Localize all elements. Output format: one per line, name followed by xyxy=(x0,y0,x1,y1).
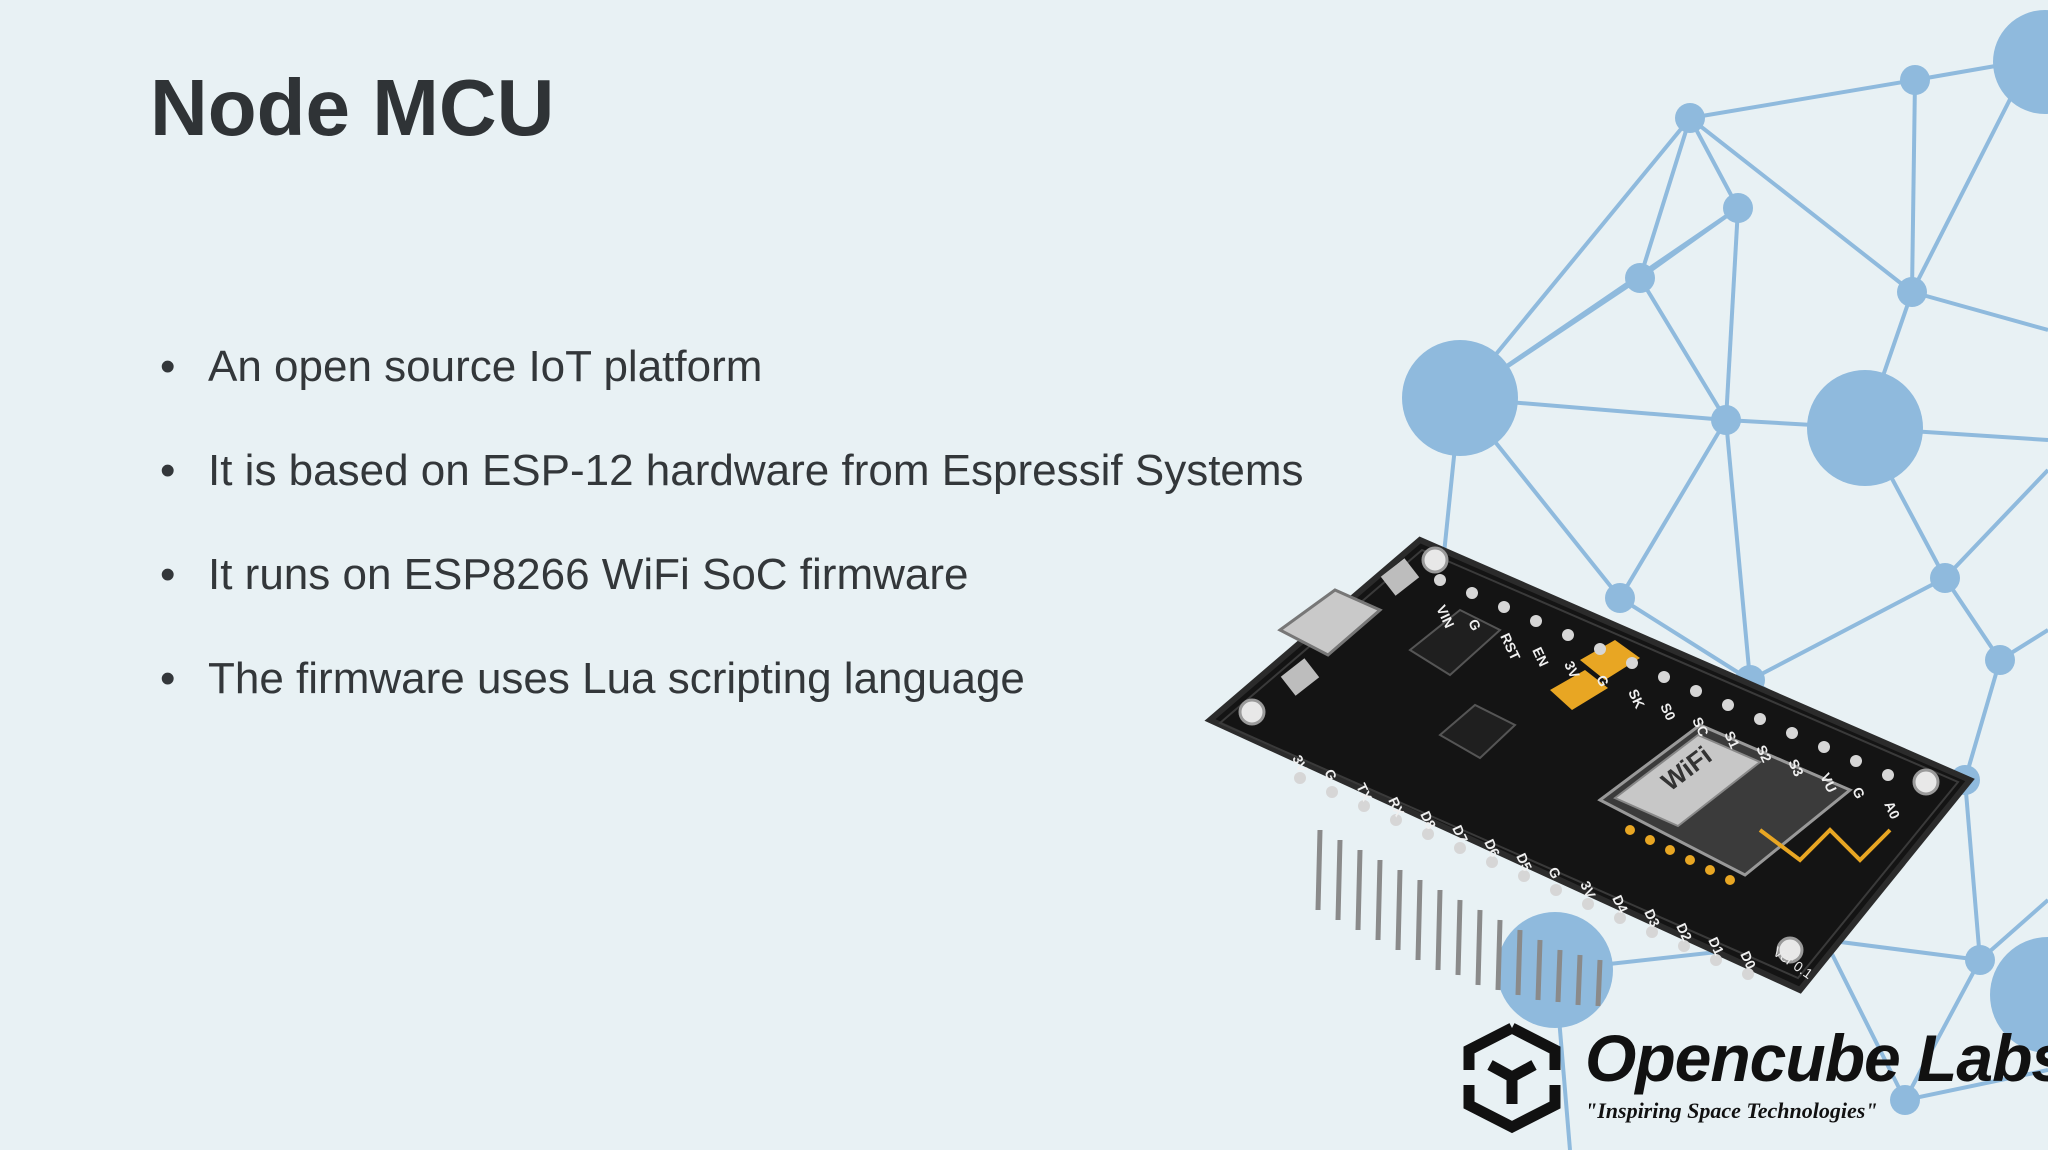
logo-tagline: "Inspiring Space Technologies" xyxy=(1585,1098,1878,1123)
bullet-item: An open source IoT platform xyxy=(160,330,1304,434)
bottom-pin-label: 3V xyxy=(1289,753,1311,776)
opencube-labs-logo: Opencube Labs "Inspiring Space Technolog… xyxy=(1455,1020,2048,1135)
bottom-pin-label: D6 xyxy=(1481,837,1503,860)
logo-name: Opencube Labs xyxy=(1585,1021,2048,1095)
bullet-item: It is based on ESP-12 hardware from Espr… xyxy=(160,434,1304,538)
bullet-item: It runs on ESP8266 WiFi SoC firmware xyxy=(160,538,1304,642)
top-pin-label: 3V xyxy=(1561,659,1583,682)
top-pin-label: SC xyxy=(1689,715,1712,739)
bottom-pin-row xyxy=(1294,772,1754,980)
bottom-pin-label: D2 xyxy=(1673,921,1695,944)
top-pin-label: EN xyxy=(1529,645,1552,669)
top-pin-label: S3 xyxy=(1785,757,1807,779)
header-pins xyxy=(1315,829,1603,1007)
bottom-pin-label: D0 xyxy=(1737,949,1759,972)
slide-title: Node MCU xyxy=(150,63,555,152)
top-pin-row xyxy=(1434,574,1894,781)
top-pin-label: VU xyxy=(1817,771,1840,795)
bottom-pin-label: D1 xyxy=(1705,935,1727,958)
bottom-pin-label: D5 xyxy=(1513,851,1535,874)
top-pin-label: S1 xyxy=(1721,729,1743,751)
top-pin-label: A0 xyxy=(1881,799,1903,822)
bottom-pin-label: D7 xyxy=(1449,823,1471,846)
bottom-pin-label: TX xyxy=(1353,781,1375,805)
bottom-pin-label: RX xyxy=(1385,795,1408,820)
top-pin-label: S0 xyxy=(1657,701,1679,723)
top-pin-label: SK xyxy=(1625,687,1648,711)
cube-logo-icon xyxy=(1463,1023,1561,1134)
bottom-pin-label: D3 xyxy=(1641,907,1663,930)
bottom-pin-label: 3V xyxy=(1577,879,1599,902)
top-pin-label: S2 xyxy=(1753,743,1775,765)
usb-port xyxy=(1277,588,1383,657)
bullet-item: The firmware uses Lua scripting language xyxy=(160,642,1304,746)
bottom-pin-label: D4 xyxy=(1609,893,1631,916)
bottom-pin-label: D8 xyxy=(1417,809,1439,832)
bullet-list: An open source IoT platform It is based … xyxy=(160,330,1304,746)
